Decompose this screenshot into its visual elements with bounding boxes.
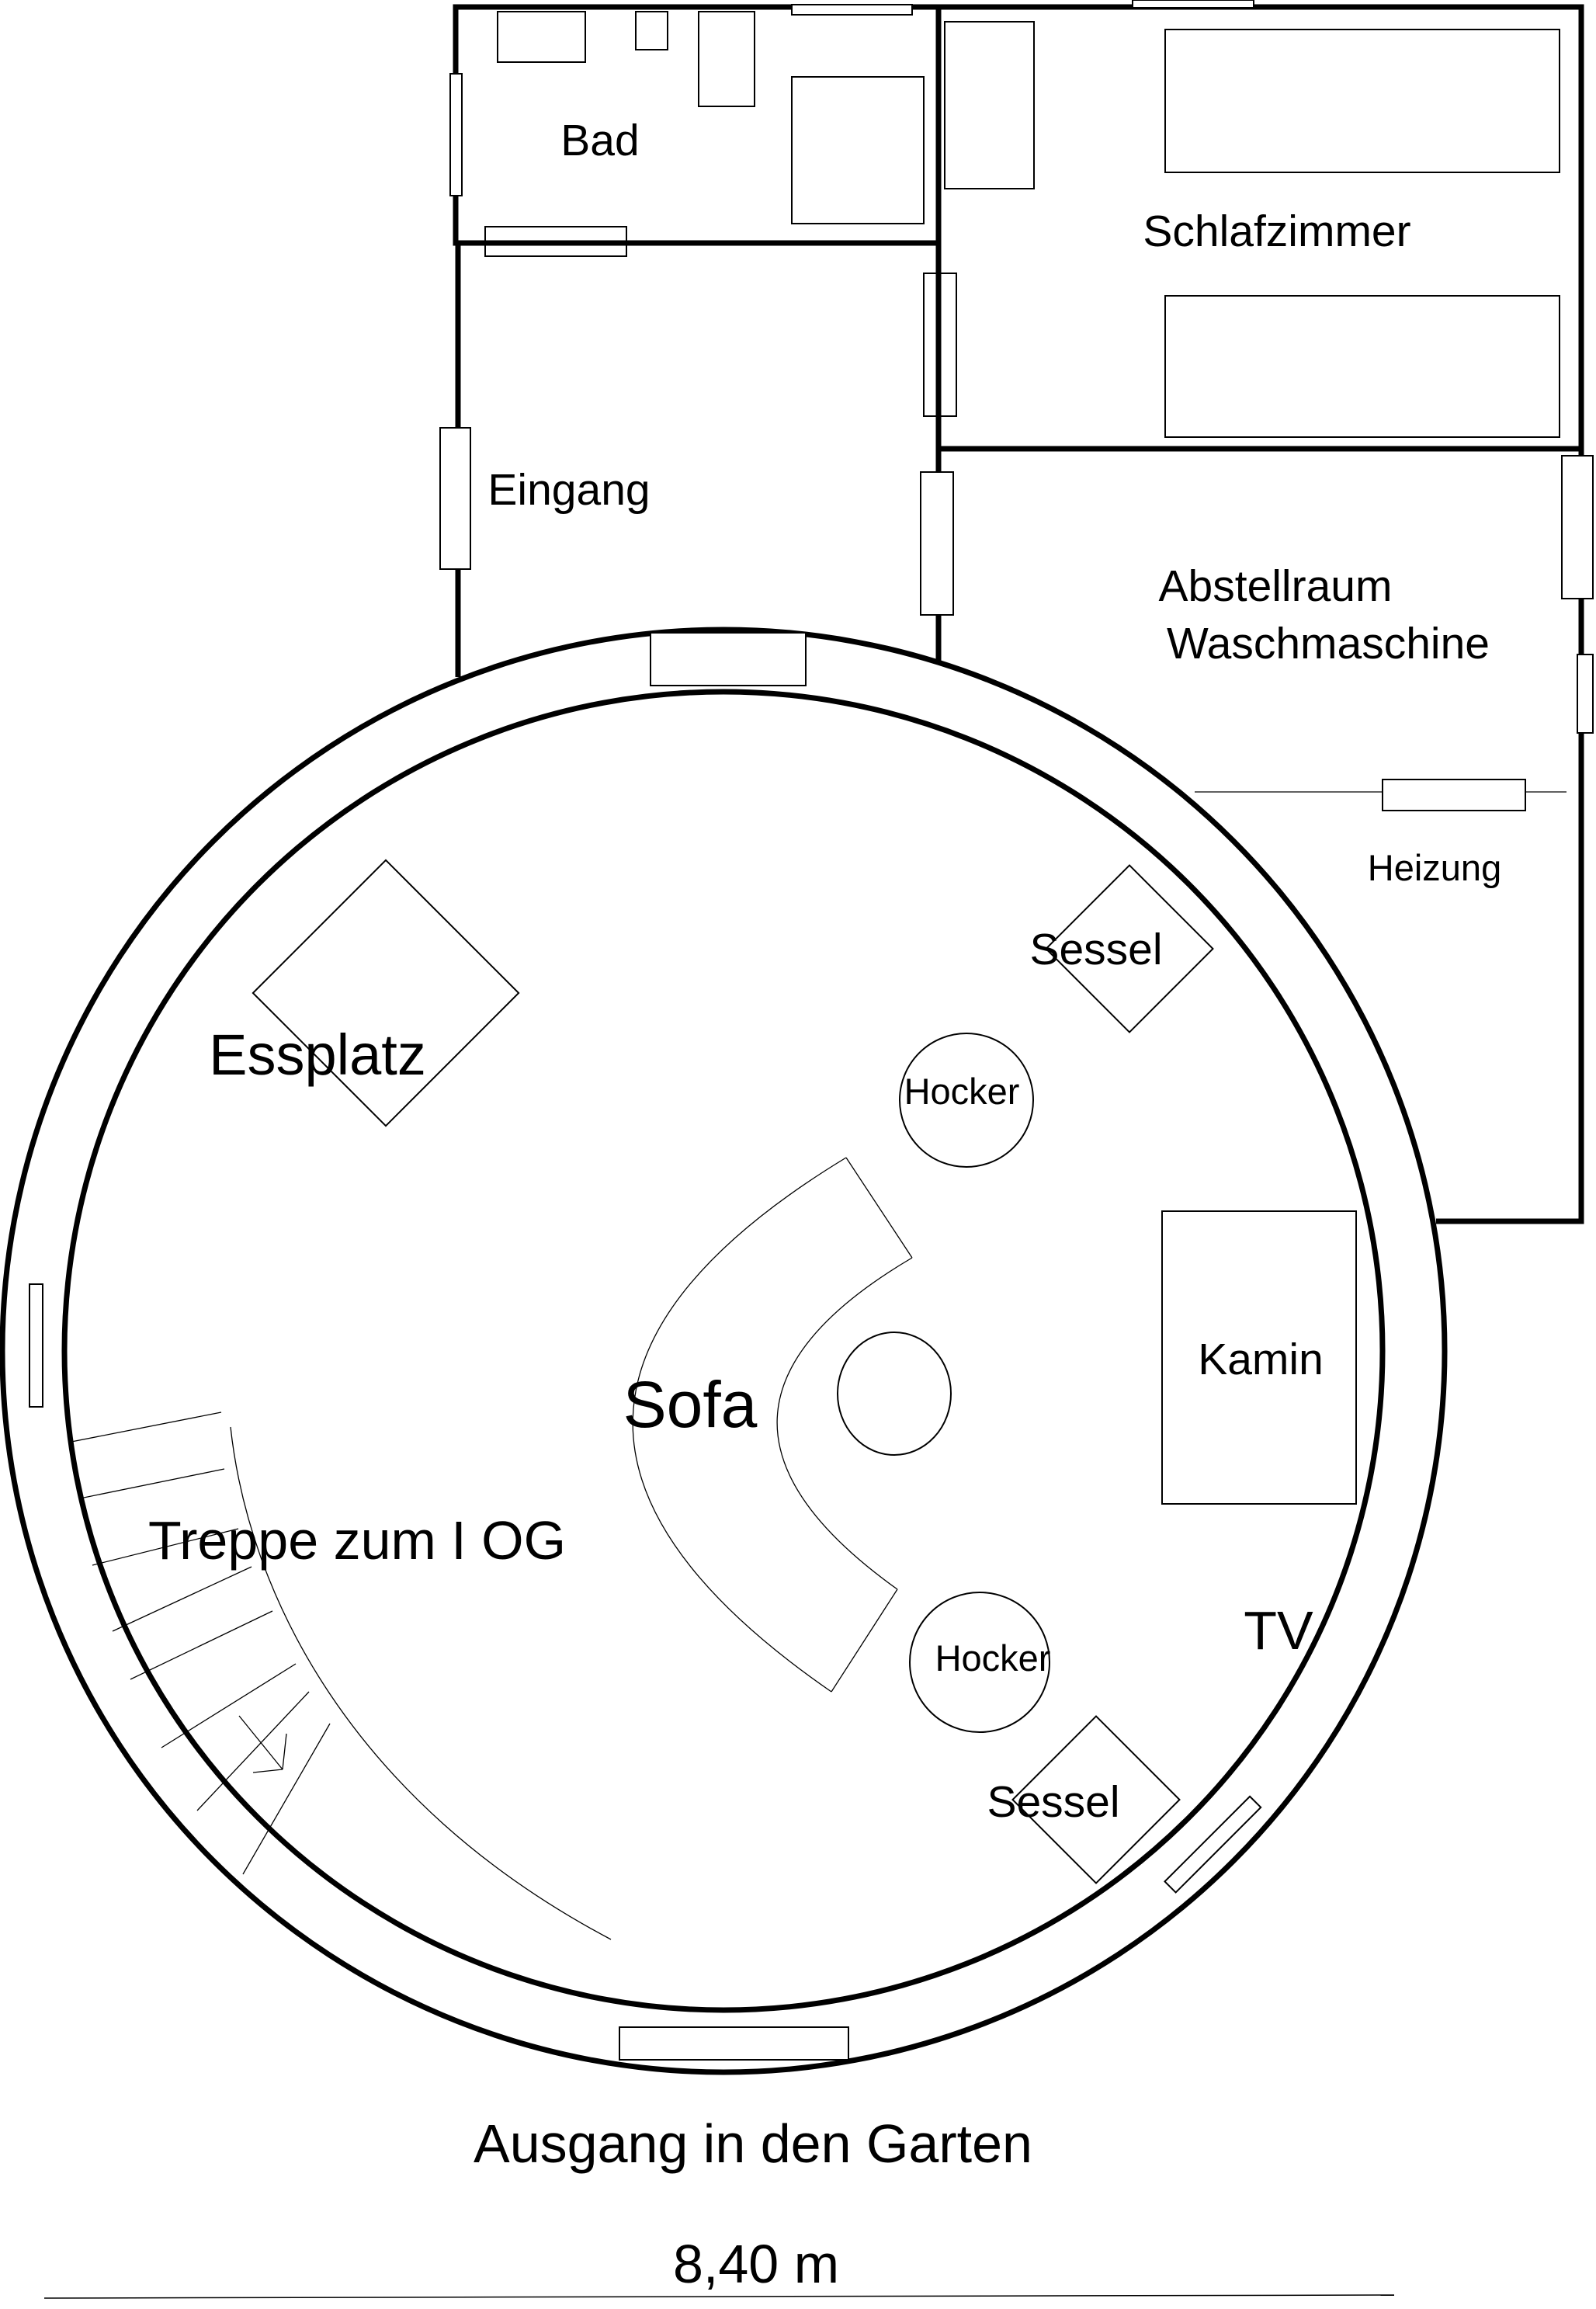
door — [920, 471, 954, 616]
garden-door — [619, 2026, 849, 2061]
armchair — [1011, 1715, 1181, 1884]
label-tv: TV — [1244, 1600, 1313, 1661]
room-label-eingang: Eingang — [487, 465, 650, 515]
label-dimension: 8,40 m — [673, 2234, 839, 2294]
label-essplatz: Essplatz — [209, 1023, 426, 1087]
window — [29, 1283, 43, 1408]
window — [1577, 654, 1594, 734]
room-label-waschmaschine: Waschmaschine — [1167, 619, 1490, 668]
room-schlafzimmer: Schlafzimmer — [923, 0, 1584, 452]
stool — [899, 1033, 1034, 1168]
label-sofa: Sofa — [623, 1368, 758, 1441]
room-bad: Bad — [449, 4, 942, 257]
label-exit: Ausgang in den Garten — [474, 2113, 1032, 2174]
label-hocker-bottom: Hocker — [935, 1637, 1051, 1679]
arrow-down-icon — [238, 1715, 287, 1773]
window — [1561, 455, 1594, 599]
label-sessel-top: Sessel — [1029, 925, 1162, 974]
bathroom-fixture — [497, 11, 586, 63]
label-hocker-top: Hocker — [904, 1071, 1020, 1112]
door — [1382, 779, 1526, 811]
label-kamin: Kamin — [1198, 1335, 1324, 1384]
room-abstellraum: Abstellraum Waschmaschine Heizung — [939, 446, 1594, 1224]
inner-wall — [61, 689, 1386, 2013]
room-eingang: Eingang — [439, 240, 954, 677]
bed — [1164, 29, 1560, 173]
wardrobe — [944, 21, 1035, 189]
bathroom-fixture — [635, 11, 668, 50]
sofa — [632, 1157, 913, 1693]
entrance-door — [439, 427, 471, 570]
window — [791, 4, 913, 16]
room-label-schlafzimmer: Schlafzimmer — [1143, 207, 1410, 256]
label-sessel-bottom: Sessel — [987, 1777, 1119, 1827]
stool — [909, 1592, 1050, 1733]
window — [1132, 0, 1254, 9]
living-room: Essplatz Sessel Sessel Hocker Hocker Sof… — [0, 627, 1448, 2075]
room-label-bad: Bad — [560, 116, 639, 165]
door — [650, 632, 807, 686]
room-label-abstellraum: Abstellraum — [1159, 561, 1393, 611]
dining-table — [252, 859, 520, 1127]
armchair — [1045, 864, 1214, 1033]
shower — [791, 76, 925, 224]
room-label-heizung: Heizung — [1368, 847, 1501, 888]
coffee-table — [837, 1332, 952, 1456]
staircase — [71, 1411, 612, 1940]
window — [1164, 1795, 1262, 1894]
bathroom-fixture — [698, 11, 755, 107]
bed — [1164, 295, 1560, 438]
window — [449, 73, 463, 196]
fireplace — [1161, 1210, 1357, 1505]
label-treppe: Treppe zum I OG — [148, 1510, 566, 1571]
dimension-line — [43, 2294, 1395, 2299]
